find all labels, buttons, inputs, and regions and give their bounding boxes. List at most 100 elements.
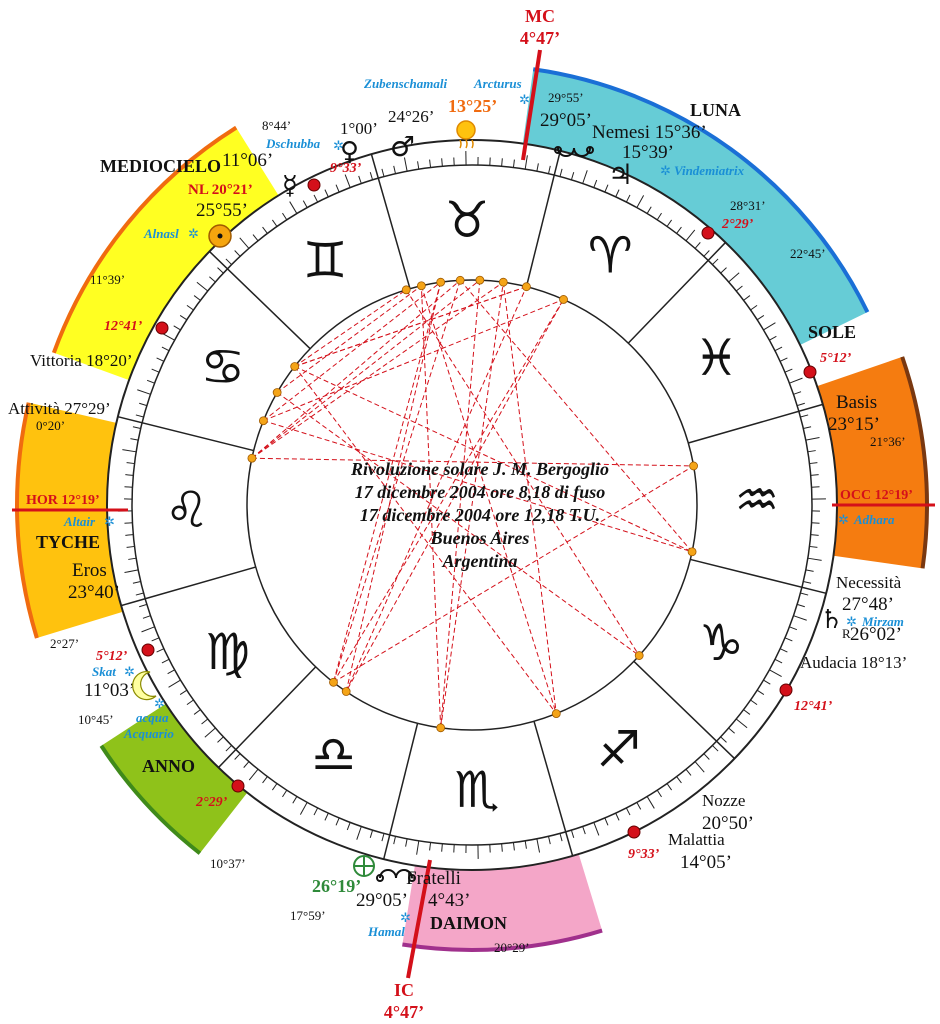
tick-mark <box>703 250 710 257</box>
tick-mark <box>122 449 137 453</box>
malattia-name: Malattia <box>668 830 725 849</box>
cusp-label-4: 9°33’ <box>628 847 660 862</box>
tick-mark <box>234 753 241 760</box>
sign-divider <box>120 566 256 607</box>
aspect-node <box>559 295 568 304</box>
aspect-line <box>345 286 527 692</box>
tick-mark <box>356 826 362 840</box>
fixed-stars: Zubenschamali Arcturus ✲ Dschubba ✲ ✲ Vi… <box>63 76 904 939</box>
sign-divider <box>525 150 562 287</box>
cusp-label-2: 5°12’ <box>820 351 852 366</box>
tick-mark <box>429 159 432 168</box>
tick-mark <box>335 817 340 826</box>
sign-dividers <box>117 150 827 860</box>
hor-label: HOR 12°19’ <box>26 493 100 508</box>
aspect-lines <box>247 275 698 733</box>
tick-mark <box>646 206 652 214</box>
tick-mark <box>128 557 137 560</box>
necessita-name: Necessità <box>836 573 902 592</box>
star-dschubba: Dschubba <box>265 136 321 151</box>
aspect-node <box>498 277 508 287</box>
tick-mark <box>217 736 224 743</box>
tick-mark <box>728 727 735 734</box>
star-mirzam: Mirzam <box>861 614 904 629</box>
aspect-line <box>420 285 442 728</box>
tick-mark <box>271 219 278 227</box>
star-vindemiatrix: Vindemiatrix <box>674 163 745 178</box>
aspect-node <box>436 723 446 733</box>
sector-daimon <box>402 854 603 950</box>
sector-edge-anno <box>99 744 202 855</box>
aspect-line <box>276 392 640 656</box>
jupiter-degree: 15°39’ <box>622 142 674 163</box>
tick-mark <box>750 304 758 311</box>
tick-mark <box>167 669 175 675</box>
tick-mark <box>335 184 340 193</box>
tick-mark <box>756 315 765 321</box>
tick-mark <box>784 368 793 373</box>
tick-mark <box>344 174 351 188</box>
tyche-start: 0°20’ <box>36 418 65 433</box>
zodiac-sign-glyph: ♊ <box>303 232 348 290</box>
zodiac-sign-glyph: ♐ <box>596 720 641 778</box>
aspect-line <box>459 279 693 553</box>
tick-mark <box>369 829 374 838</box>
tick-mark <box>712 258 719 265</box>
sector-edge-luna <box>532 67 870 313</box>
aspect-line <box>420 285 557 714</box>
zodiac-sign-glyph: ♑ <box>699 614 744 672</box>
tick-mark <box>774 658 783 664</box>
sector-edge-daimon <box>402 928 603 952</box>
tick-mark <box>139 603 148 608</box>
tick-mark <box>243 761 250 768</box>
tick-mark <box>636 802 642 810</box>
tick-mark <box>720 736 727 743</box>
tick-mark <box>800 592 809 596</box>
star-icon: ✲ <box>154 696 165 711</box>
cusp-dot-icon <box>307 178 321 192</box>
tick-mark <box>582 826 586 835</box>
title-line-1: Rivoluzione solare J. M. Bergoglio <box>350 459 609 479</box>
tick-mark <box>694 761 705 773</box>
tick-mark <box>625 194 631 203</box>
jupiter-icon: ♃ <box>608 158 633 191</box>
tick-mark <box>793 615 807 621</box>
cusp-dot-icon <box>627 825 641 839</box>
sole-end: 21°36’ <box>870 434 906 449</box>
sign-divider <box>688 403 824 444</box>
tick-mark <box>234 250 241 257</box>
tick-mark <box>805 436 820 441</box>
star-adhara: Adhara <box>853 512 895 527</box>
vittoria-label: Vittoria 18°20’ <box>30 351 133 370</box>
luna-start: 29°55’ <box>548 90 584 105</box>
planet-positions: 1°00’ ♀ 24°26’ ♂ 13°25’ 29°05’ Nemesi 15… <box>8 96 907 911</box>
star-hamal: Hamal <box>367 924 405 939</box>
moon-degree: 11°03’ <box>84 680 135 701</box>
tick-mark <box>201 718 209 725</box>
aspect-line <box>251 279 461 459</box>
title-line-3: 17 dicembre 2004 ore 12,18 T.U. <box>360 505 600 525</box>
title-line-4: Buenos Aires <box>430 528 530 548</box>
star-icon: ✲ <box>188 226 199 241</box>
star-icon: ✲ <box>838 512 849 527</box>
tick-mark <box>369 172 374 181</box>
tick-mark <box>292 796 298 804</box>
tick-mark <box>381 833 385 842</box>
nozze-degree: 20°50’ <box>702 813 754 834</box>
tick-mark <box>135 414 144 418</box>
aspect-line <box>263 420 693 553</box>
ic-degree: 4°47’ <box>384 1002 424 1022</box>
zodiac-sign-glyph: ♓ <box>694 329 739 387</box>
tick-mark <box>125 474 134 476</box>
cusp-dot-icon <box>231 779 245 793</box>
tick-mark <box>694 242 701 249</box>
aspect-line <box>276 285 422 393</box>
audacia-label: Audacia 18°13’ <box>800 653 907 672</box>
house-mediocielo: MEDIOCIELO <box>100 156 221 176</box>
cusp-dot-icon <box>155 321 169 335</box>
tick-mark <box>712 745 719 752</box>
tick-mark <box>769 335 777 341</box>
tick-mark <box>196 281 209 292</box>
tick-mark <box>248 768 259 781</box>
